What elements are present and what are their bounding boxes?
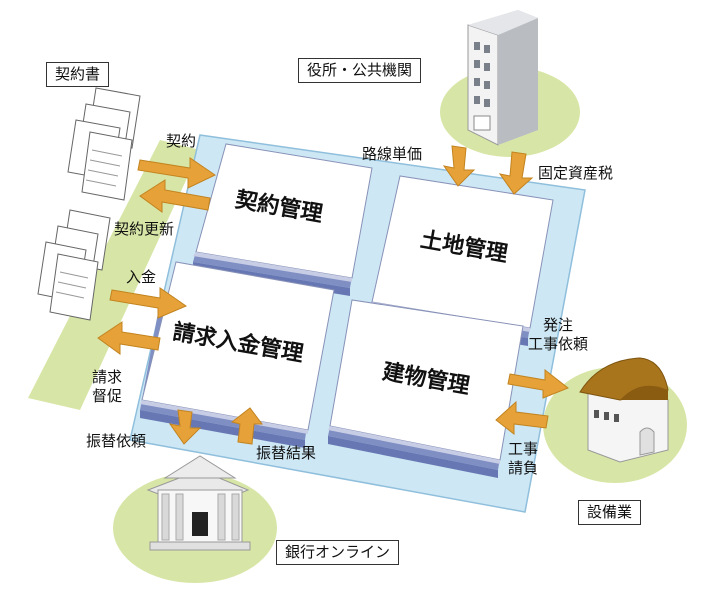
module-stack-contract: [193, 143, 373, 296]
contractors-label: 設備業: [578, 500, 642, 525]
module-stack-building: [328, 299, 524, 478]
arrow-renewal-out: [139, 179, 211, 213]
flow-bill-label: 工事 請負: [508, 440, 539, 477]
arrow-transfer-request: [168, 409, 202, 445]
arrow-billing-out: [97, 321, 161, 355]
module-stack-billing: [140, 261, 335, 448]
bank-building-icon: [146, 455, 251, 551]
flow-renewal-label: 契約更新: [114, 220, 175, 238]
government-label: 役所・公共機関: [298, 58, 422, 83]
flow-property-tax-label: 固定資産税: [538, 164, 614, 182]
workshop-building-icon: [579, 357, 669, 463]
document-icon: [37, 209, 111, 321]
flow-payment-label: 入金: [126, 268, 157, 286]
flow-transfer-result-label: 振替結果: [256, 444, 317, 462]
arrow-order-out: [507, 368, 569, 399]
bank-label: 銀行オンライン: [276, 540, 400, 565]
office-building-icon: [467, 10, 538, 146]
arrow-transfer-result: [230, 407, 263, 445]
flow-transfer-request-label: 振替依頼: [86, 432, 147, 450]
arrow-bill-in: [495, 400, 549, 436]
flow-contract-label: 契約: [166, 132, 197, 150]
arrow-contract-in: [137, 157, 216, 189]
arrow-route-price: [442, 145, 476, 187]
arrow-property-tax: [498, 151, 534, 195]
flow-order-label: 発注 工事依頼: [528, 316, 589, 353]
flow-billing-label: 請求 督促: [92, 368, 123, 405]
arrow-payment-in: [109, 287, 188, 319]
contract-docs-label: 契約書: [46, 62, 110, 87]
flow-route-price-label: 路線単価: [362, 145, 423, 163]
document-icon: [67, 87, 141, 201]
